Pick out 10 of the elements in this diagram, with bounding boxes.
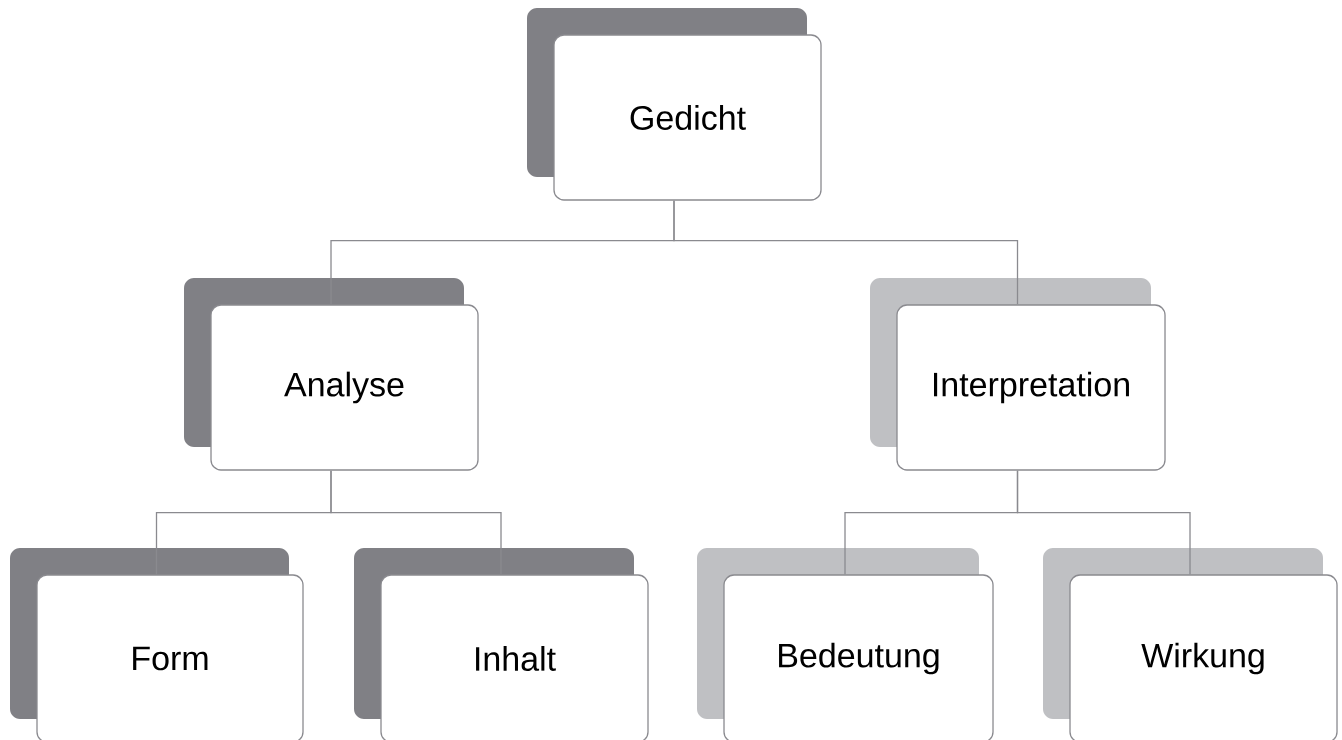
card-box: Wirkung	[1043, 548, 1338, 740]
card-box: Inhalt	[354, 548, 649, 740]
connector-line	[1016, 470, 1191, 575]
card-box: Bedeutung	[697, 548, 994, 740]
connector-line	[330, 470, 502, 575]
connector-line	[673, 200, 1019, 305]
card-box: Analyse	[184, 278, 479, 471]
card-box: Gedicht	[527, 8, 822, 201]
card-box: Interpretation	[870, 278, 1166, 471]
card-box: Form	[10, 548, 304, 740]
